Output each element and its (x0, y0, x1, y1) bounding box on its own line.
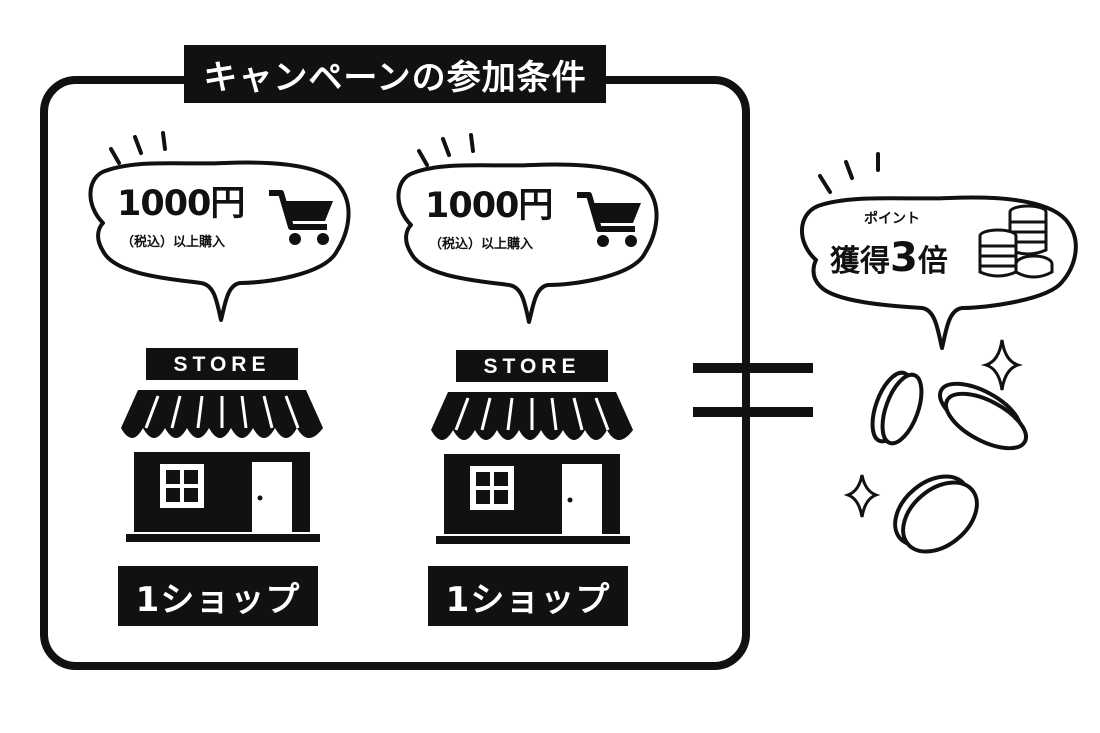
coins-illustration (843, 339, 1028, 554)
store-icon-1: STORE (121, 348, 323, 542)
sparkle-icon (843, 474, 881, 518)
price-note-2: （税込）以上購入 (429, 237, 534, 252)
coin-icon (870, 370, 924, 446)
shopping-cart-icon (269, 190, 333, 245)
speech-bubble-outline (396, 133, 659, 324)
coin-icon (893, 474, 979, 554)
shopping-cart-icon (577, 192, 641, 247)
price-text-1: 1000円 (117, 184, 245, 224)
price-note-1: （税込）以上購入 (121, 235, 226, 250)
sparkle-icon (980, 339, 1024, 391)
shop-label-1: 1ショップ (118, 566, 318, 626)
coin-stack-icon (978, 204, 1054, 279)
store-sign-2: STORE (484, 355, 581, 378)
equals-sign-top (693, 363, 813, 373)
shop-label-2: 1ショップ (428, 566, 628, 626)
speech-bubble-outline (800, 152, 1078, 350)
store-sign-1: STORE (174, 353, 271, 376)
price-text-2: 1000円 (425, 186, 553, 226)
reward-multiplier: 3 (890, 235, 918, 281)
reward-unit: 倍 (917, 244, 948, 279)
reward-bubble: ポイント 獲得3倍 (790, 150, 1090, 355)
speech-bubble-outline (88, 131, 351, 322)
title-label: キャンペーンの参加条件 (184, 45, 606, 103)
price-bubble-1: 1000円 （税込）以上購入 (75, 125, 365, 325)
reward-main: 獲得3倍 (830, 238, 948, 278)
store-icon-2: STORE (431, 350, 633, 544)
reward-main-text: 獲得 (830, 244, 890, 279)
coin-icon (938, 381, 1028, 451)
price-bubble-2: 1000円 （税込）以上購入 (383, 127, 673, 327)
equals-sign-bottom (693, 407, 813, 417)
reward-small-text: ポイント (864, 211, 920, 227)
